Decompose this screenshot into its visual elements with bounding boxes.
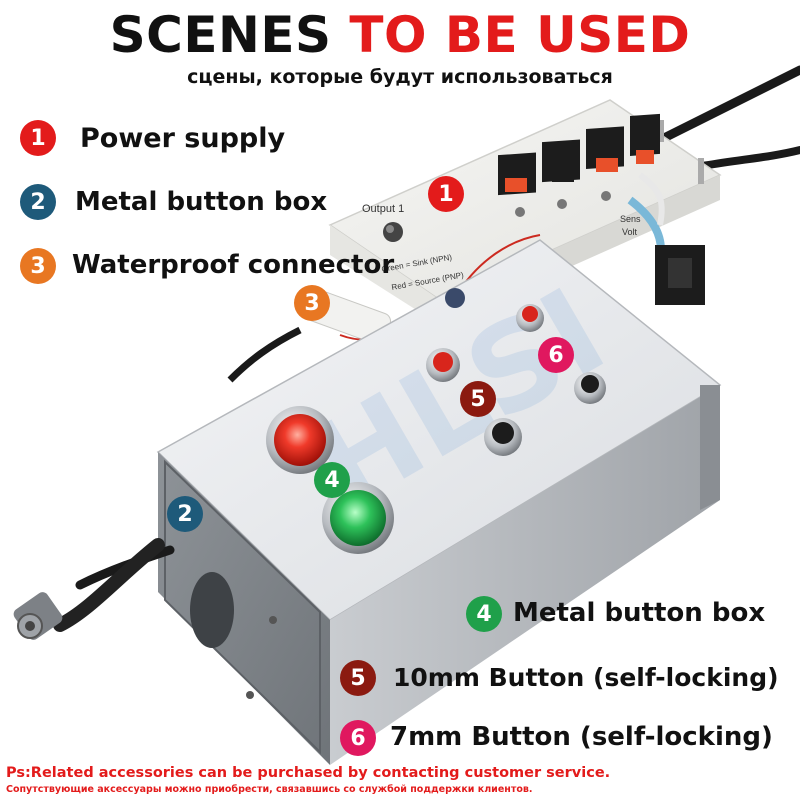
photo-marker-4: 4 xyxy=(314,462,350,498)
legend-label-1: Power supply xyxy=(80,123,286,154)
footer-note-en: Ps:Related accessories can be purchased … xyxy=(6,765,611,781)
title-part-black: SCENES xyxy=(109,6,350,64)
button-red-large xyxy=(266,406,334,474)
legend-badge-2: 2 xyxy=(20,184,56,220)
legend-badge-3: 3 xyxy=(20,248,56,284)
photo-marker-2: 2 xyxy=(167,496,203,532)
output-label: Output 1 xyxy=(362,203,404,215)
m12-connector xyxy=(13,538,175,640)
photo-marker-5: 5 xyxy=(460,381,496,417)
legend-label-4: Metal button box xyxy=(513,598,766,628)
legend-label-2: Metal button box xyxy=(75,187,328,217)
photo-marker-3: 3 xyxy=(294,285,330,321)
legend-badge-1: 1 xyxy=(20,120,56,156)
button-black-7mm xyxy=(574,372,606,404)
sensor-label: Sens xyxy=(620,214,641,224)
legend-badge-5: 5 xyxy=(340,660,376,696)
page-subtitle: сцены, которые будут использоваться xyxy=(187,66,613,88)
page-title: SCENES TO BE USED xyxy=(0,6,800,64)
supply-blue-led xyxy=(445,288,465,308)
photo-marker-1: 1 xyxy=(428,176,464,212)
legend-label-6: 7mm Button (self-locking) xyxy=(390,722,773,752)
volt-label: Volt xyxy=(622,227,638,237)
title-part-red: TO BE USED xyxy=(349,6,691,64)
button-red-10mm xyxy=(426,348,460,382)
button-red-7mm xyxy=(516,304,544,332)
legend-badge-4: 4 xyxy=(466,596,502,632)
button-black-10mm xyxy=(484,418,522,456)
legend-label-3: Waterproof connector xyxy=(72,250,395,280)
power-supply-unit: Output 1 Green = Sink (NPN) Red = Source… xyxy=(328,99,722,325)
legend-label-5: 10mm Button (self-locking) xyxy=(393,663,779,692)
legend-badge-6: 6 xyxy=(340,720,376,756)
button-green-large xyxy=(322,482,394,554)
photo-marker-6: 6 xyxy=(538,337,574,373)
footer-note-ru: Сопутствующие аксессуары можно приобрест… xyxy=(6,784,533,795)
